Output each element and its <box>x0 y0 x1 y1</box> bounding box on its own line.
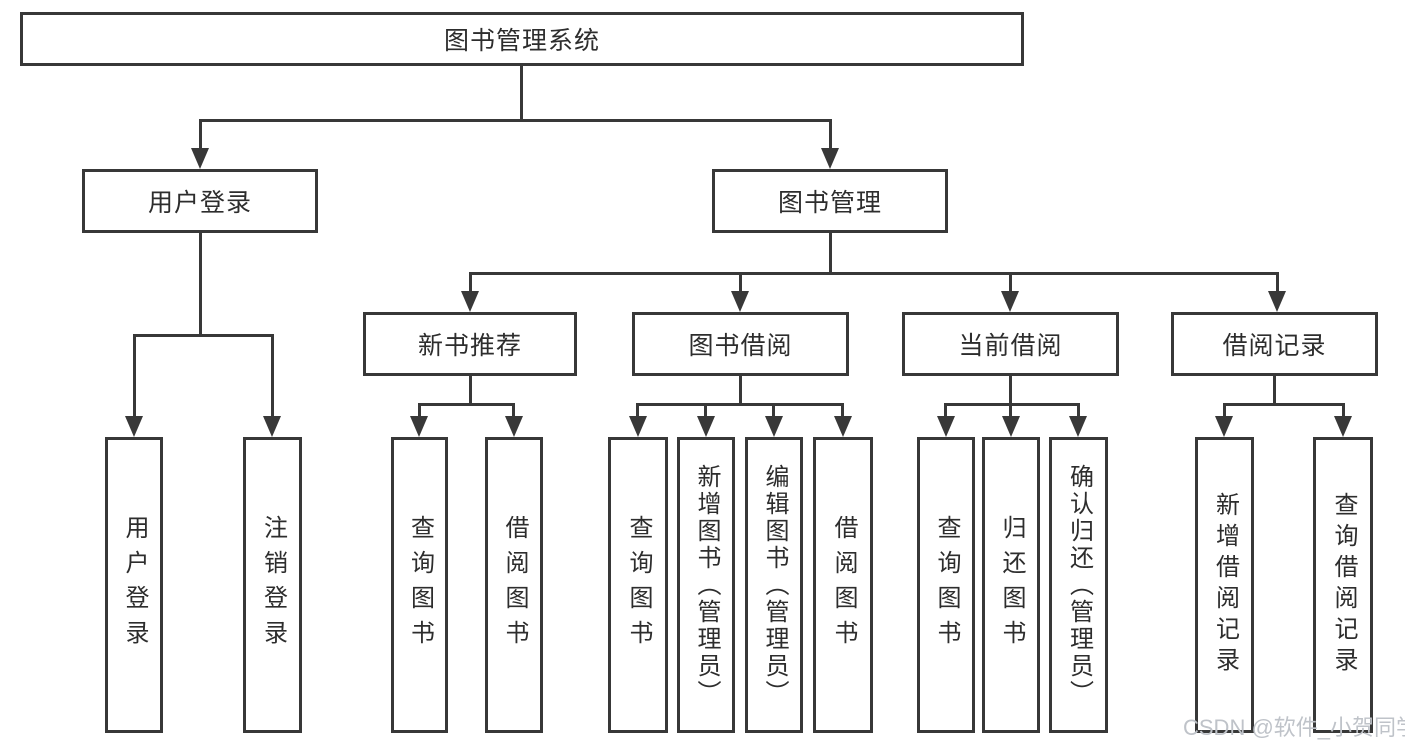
leaf-label: 查询图书 <box>406 515 434 655</box>
connector-borrow-stem <box>739 376 742 405</box>
leaf-query-books-recommend: 查询图书 <box>391 437 448 733</box>
connector-drop <box>1009 403 1012 419</box>
connector-drop <box>944 403 947 419</box>
leaf-query-borrow-record: 查询借阅记录 <box>1313 437 1373 733</box>
connector-recommend-rail <box>418 403 515 406</box>
leaf-label: 新增借阅记录 <box>1211 492 1239 678</box>
arrow-down-icon <box>1334 416 1352 437</box>
connector-current-rail <box>945 403 1080 406</box>
node-root-library-system: 图书管理系统 <box>20 12 1024 66</box>
node-label: 当前借阅 <box>958 332 1063 360</box>
connector-current-stem <box>1009 376 1012 405</box>
node-label: 图书管理系统 <box>443 27 600 55</box>
node-user-login: 用户登录 <box>82 169 318 233</box>
connector-records-rail <box>1223 403 1345 406</box>
connector-level2-rail <box>199 119 832 122</box>
connector-drop <box>841 403 844 419</box>
node-label: 用户登录 <box>147 189 252 217</box>
leaf-label: 新增图书（管理员） <box>693 463 720 707</box>
arrow-down-icon <box>821 148 839 169</box>
arrow-down-icon <box>765 416 783 437</box>
leaf-add-book-admin: 新增图书（管理员） <box>677 437 735 733</box>
connector-drop <box>1342 403 1345 419</box>
arrow-down-icon <box>1001 291 1019 312</box>
connector-drop <box>199 119 202 153</box>
arrow-down-icon <box>731 291 749 312</box>
connector-drop <box>271 334 274 419</box>
connector-level3-rail <box>469 272 1279 275</box>
connector-drop <box>133 334 136 419</box>
connector-borrow-rail <box>637 403 844 406</box>
leaf-confirm-return-admin: 确认归还（管理员） <box>1049 437 1108 733</box>
connector-drop <box>772 403 775 419</box>
leaf-edit-book-admin: 编辑图书（管理员） <box>745 437 803 733</box>
connector-user-rail <box>133 334 273 337</box>
node-label: 借阅记录 <box>1222 332 1327 360</box>
arrow-down-icon <box>834 416 852 437</box>
leaf-user-login: 用户登录 <box>105 437 163 733</box>
node-label: 新书推荐 <box>417 332 522 360</box>
connector-user-stem <box>199 233 202 337</box>
connector-records-stem <box>1273 376 1276 405</box>
arrow-down-icon <box>1268 291 1286 312</box>
node-label: 图书借阅 <box>688 332 793 360</box>
connector-drop <box>418 403 421 419</box>
connector-drop <box>1276 272 1279 294</box>
leaf-label: 查询图书 <box>625 515 652 655</box>
node-borrowing-records: 借阅记录 <box>1171 312 1378 376</box>
leaf-query-books-borrow: 查询图书 <box>608 437 668 733</box>
leaf-borrow-books-recommend: 借阅图书 <box>485 437 543 733</box>
arrow-down-icon <box>263 416 281 437</box>
arrow-down-icon <box>1215 416 1233 437</box>
connector-drop <box>1077 403 1080 419</box>
leaf-query-books-current: 查询图书 <box>917 437 975 733</box>
arrow-down-icon <box>697 416 715 437</box>
connector-drop <box>512 403 515 419</box>
connector-drop <box>1009 272 1012 294</box>
leaf-return-books: 归还图书 <box>982 437 1040 733</box>
leaf-logout: 注销登录 <box>243 437 302 733</box>
connector-root-stem <box>520 66 523 122</box>
leaf-label: 查询借阅记录 <box>1330 492 1357 678</box>
arrow-down-icon <box>461 291 479 312</box>
connector-drop <box>739 272 742 294</box>
connector-drop <box>829 119 832 153</box>
connector-recommend-stem <box>469 376 472 405</box>
node-book-borrowing: 图书借阅 <box>632 312 849 376</box>
connector-book-stem <box>829 233 832 275</box>
arrow-down-icon <box>629 416 647 437</box>
arrow-down-icon <box>191 148 209 169</box>
leaf-label: 归还图书 <box>998 515 1025 655</box>
arrow-down-icon <box>1069 416 1087 437</box>
csdn-watermark: CSDN @软件_小贺同学 <box>1183 715 1405 740</box>
leaf-label: 注销登录 <box>259 515 287 655</box>
leaf-borrow-books: 借阅图书 <box>813 437 873 733</box>
node-current-borrowing: 当前借阅 <box>902 312 1119 376</box>
leaf-label: 编辑图书（管理员） <box>761 463 788 707</box>
connector-drop <box>704 403 707 419</box>
arrow-down-icon <box>410 416 428 437</box>
leaf-label: 用户登录 <box>121 515 148 655</box>
arrow-down-icon <box>1002 416 1020 437</box>
leaf-label: 借阅图书 <box>501 515 528 655</box>
node-label: 图书管理 <box>777 189 882 217</box>
arrow-down-icon <box>125 416 143 437</box>
leaf-label: 借阅图书 <box>830 515 857 655</box>
node-new-book-recommend: 新书推荐 <box>363 312 577 376</box>
arrow-down-icon <box>505 416 523 437</box>
connector-drop <box>636 403 639 419</box>
connector-drop <box>1223 403 1226 419</box>
arrow-down-icon <box>937 416 955 437</box>
node-book-management: 图书管理 <box>712 169 948 233</box>
leaf-add-borrow-record: 新增借阅记录 <box>1195 437 1254 733</box>
leaf-label: 查询图书 <box>933 515 960 655</box>
connector-drop <box>469 272 472 294</box>
leaf-label: 确认归还（管理员） <box>1065 463 1093 707</box>
